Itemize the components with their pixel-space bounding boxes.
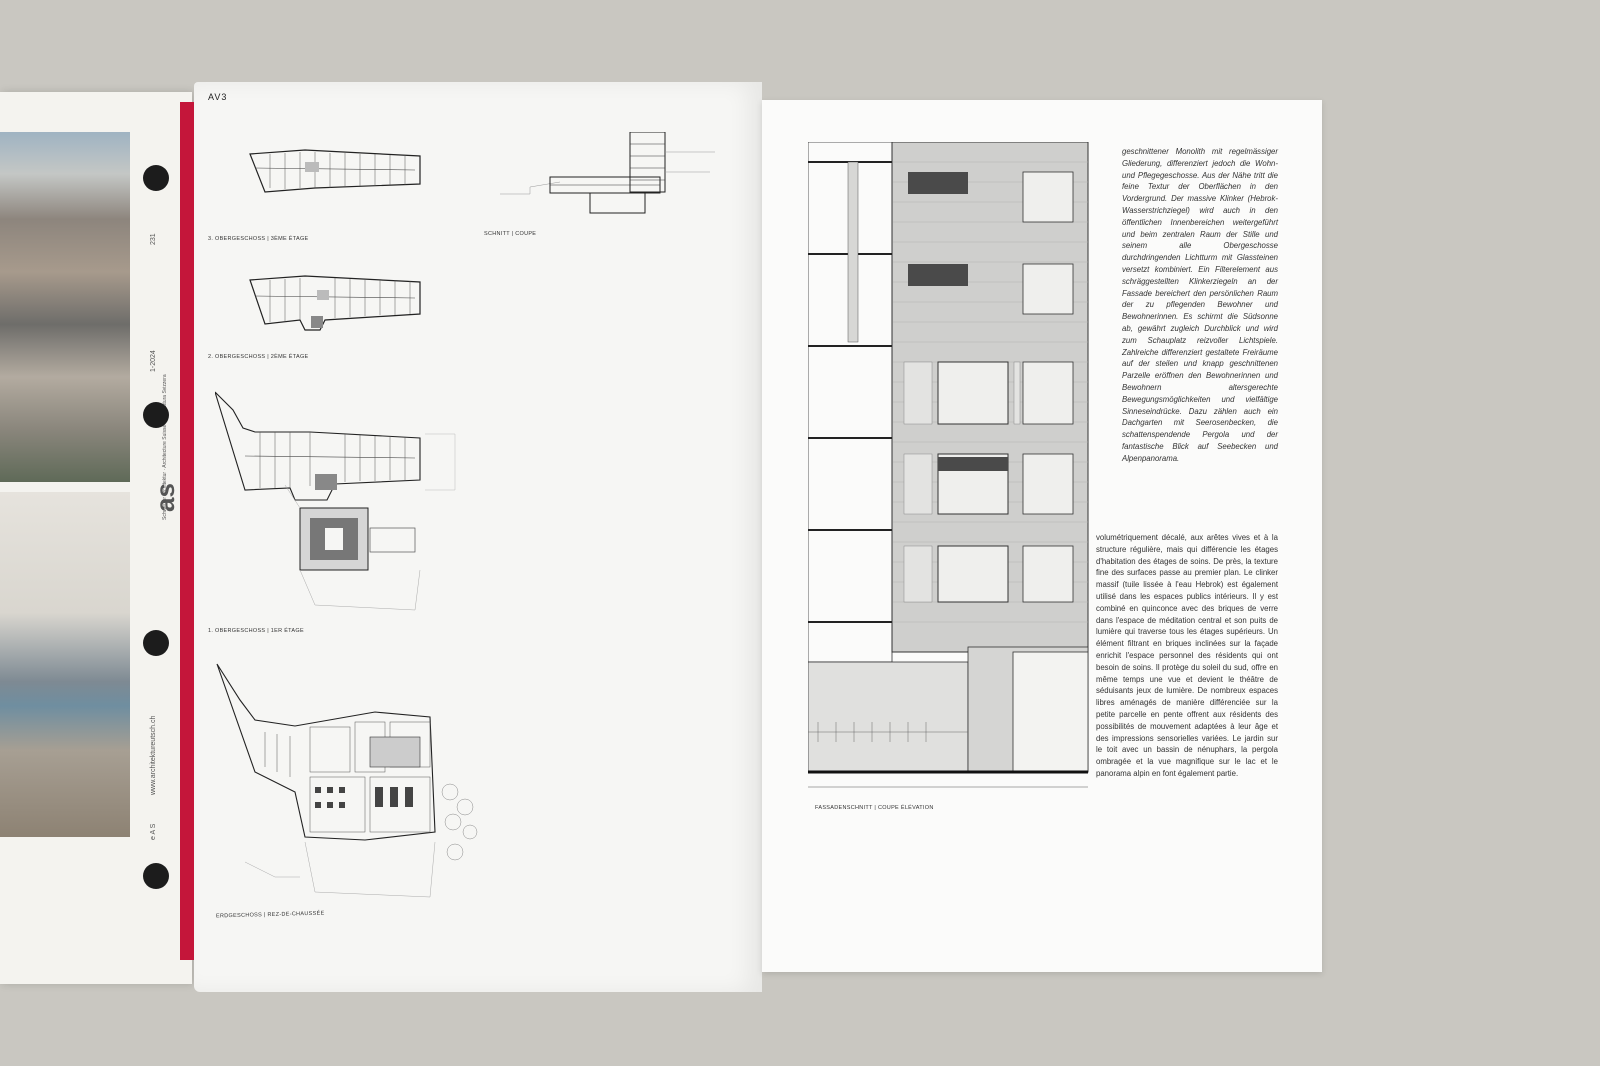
caption-plan-1: 1. Obergeschoss | 1er étage [208,628,304,634]
binder-hole [143,863,169,889]
binder-hole [143,165,169,191]
caption-plan-2: 2. Obergeschoss | 2ème étage [208,354,309,360]
caption-facade: Fassadenschnitt | Coupe élévation [815,805,934,811]
floor-plan-1 [215,390,465,620]
ground-floor-plan [215,662,495,907]
page-number: 231 [150,233,157,245]
caption-plan-3: 3. Obergeschoss | 3ème étage [208,236,309,242]
previous-page [0,92,192,984]
left-page [194,82,762,992]
floor-plan-2 [245,272,425,332]
binder-hole [143,630,169,656]
binder-hole [143,402,169,428]
website-label: www.architektureutsch.ch [150,715,157,795]
interior-photo [0,492,130,837]
body-text-french: volumétriquement décalé, aux arêtes vive… [1096,533,1278,778]
small-code: e A S [150,823,157,840]
section-drawing-small [500,132,730,222]
issue-label: 1-2024 [150,350,157,372]
caption-section: Schnitt | Coupe [484,231,537,237]
red-cover-spine [180,102,194,960]
publisher-lines: Schweizer Architektur · Architecture Sui… [162,374,168,520]
facade-section-drawing [807,141,1094,802]
header-code: AV3 [208,92,228,102]
body-text-german: geschnittener Monolith mit regelmässiger… [1122,147,1278,463]
floor-plan-3 [245,148,425,194]
pergola-photo [0,132,130,482]
